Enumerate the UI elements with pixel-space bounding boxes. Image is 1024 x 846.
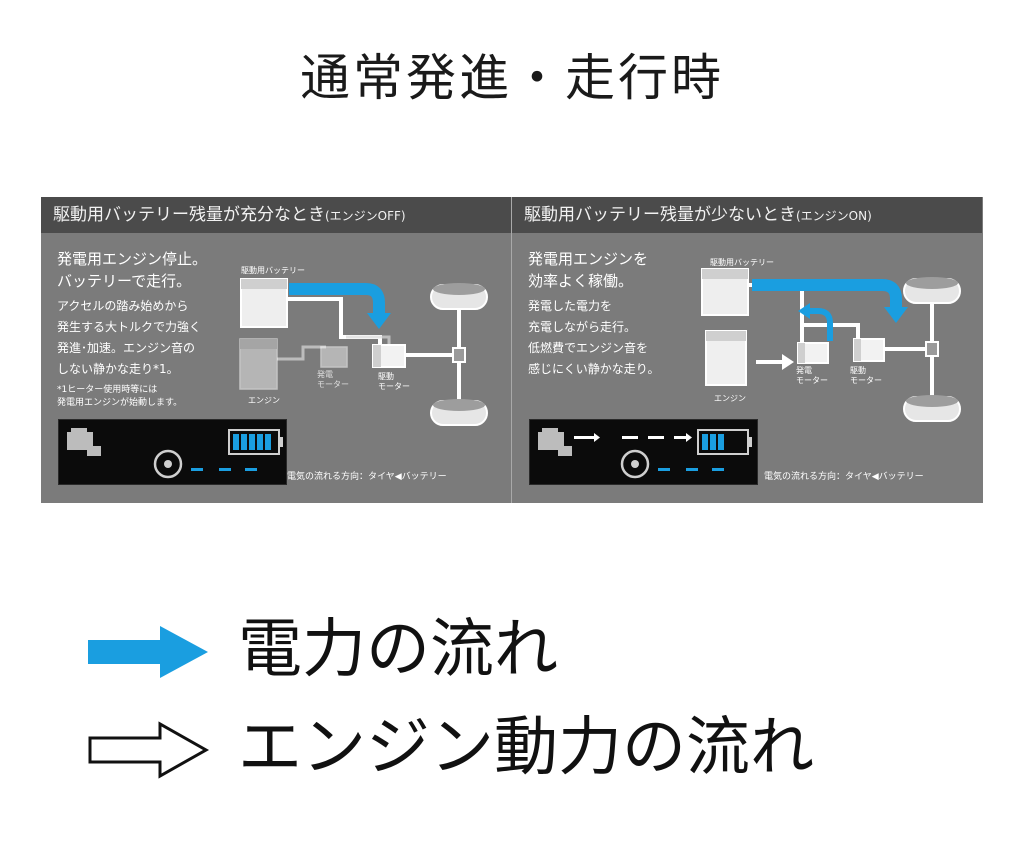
energy-monitor [529,419,758,485]
sub-text-line: 発進･加速。エンジン音の [57,341,196,355]
battery-label: 駆動用バッテリー [710,258,774,267]
note-line: *1ヒーター使用時等には [57,385,158,395]
sub-text-line: 低燃費でエンジン音を [528,341,649,355]
panel-header: 駆動用バッテリー残量が充分なとき(エンジンOFF) [41,197,511,233]
wheel-icon [153,449,183,479]
mechanism-drawing: 駆動用バッテリー 発電 モーター 駆動 モーター エンジン [239,266,488,426]
sub-text-line: 充電しながら走行。 [528,320,637,334]
engine-icon [239,338,278,390]
panel-engine-on: 駆動用バッテリー残量が少ないとき(エンジンON) 発電用エンジンを 効率よく稼働… [512,197,982,503]
gen-motor-label: 発電 [796,366,812,375]
main-text-line: 効率よく稼働。 [528,272,634,290]
legend-engine-flow: エンジン動力の流れ [88,711,988,794]
sub-text-line: 発生する大トルクで力強く [57,320,202,334]
gen-motor-label: 発電 [317,370,333,379]
gen-motor-label: モーター [317,380,349,389]
battery-icon [697,429,752,455]
battery-icon [228,429,283,455]
legend-electric-flow: 電力の流れ [88,613,988,696]
panel-header-suffix: (エンジンOFF) [325,209,406,223]
powertrain-diagram: 駆動用バッテリー残量が充分なとき(エンジンOFF) 発電用エンジン停止。 バッテ… [41,197,983,503]
wheel-icon [430,399,488,426]
engine-icon [538,428,572,456]
drive-motor-label: 駆動 [850,366,866,375]
engine-label: エンジン [714,394,746,403]
main-text-line: バッテリーで走行。 [57,272,192,290]
mechanism-drawing: 駆動用バッテリー 発電 モーター 駆動 モーター エンジン [701,258,961,422]
flow-direction-legend: 電気の流れる方向：タイヤ◀バッテリー [287,472,447,482]
energy-monitor [58,419,287,485]
battery-label: 駆動用バッテリー [241,266,305,275]
legend-electric-flow-label: 電力の流れ [238,613,558,687]
note-line: 発電用エンジンが始動します。 [57,398,183,408]
battery-icon [701,268,749,316]
panel-header-title: 駆動用バッテリー残量が少ないとき [524,205,796,225]
battery-icon [240,278,288,328]
drive-motor-label: 駆動 [378,372,394,381]
panel-divider [511,197,512,503]
panel-header-title: 駆動用バッテリー残量が充分なとき [53,205,325,225]
engine-label: エンジン [248,396,280,405]
legend-engine-flow-label: エンジン動力の流れ [238,711,814,785]
main-text-line: 発電用エンジン停止。 [57,250,208,268]
sub-text-line: しない静かな走り*1。 [57,362,179,376]
panel-description: 発電用エンジン停止。 バッテリーで走行。 アクセルの踏み始めから 発生する大トル… [57,248,207,410]
panel-description: 発電用エンジンを 効率よく稼働。 発電した電力を 充電しながら走行。 低燃費でエ… [528,248,660,380]
sub-text-line: 発電した電力を [528,299,613,313]
panel-header: 駆動用バッテリー残量が少ないとき(エンジンON) [512,197,982,233]
panel-engine-off: 駆動用バッテリー残量が充分なとき(エンジンOFF) 発電用エンジン停止。 バッテ… [41,197,511,503]
gen-motor-label: モーター [796,376,828,385]
flow-dots [658,468,724,471]
wheel-icon [430,283,488,310]
white-arrow-icon [756,354,794,370]
sub-text-line: アクセルの踏み始めから [57,299,189,313]
sub-text-line: 感じにくい静かな走り。 [528,362,660,376]
main-text-line: 発電用エンジンを [528,250,649,268]
engine-icon [67,428,101,456]
flow-dots [574,433,692,442]
page-title: 通常発進・走行時 [300,49,724,107]
wheel-icon [903,395,961,422]
flow-direction-legend: 電気の流れる方向：タイヤ◀バッテリー [764,472,924,482]
drive-motor-label: モーター [850,376,882,385]
white-arrow-icon [88,721,210,779]
wheel-icon [903,277,961,304]
panel-header-suffix: (エンジンON) [796,209,872,223]
engine-icon [705,330,747,386]
drive-motor-label: モーター [378,382,410,391]
flow-dots [191,468,257,471]
blue-arrow-icon [88,626,208,678]
wheel-icon [620,449,650,479]
